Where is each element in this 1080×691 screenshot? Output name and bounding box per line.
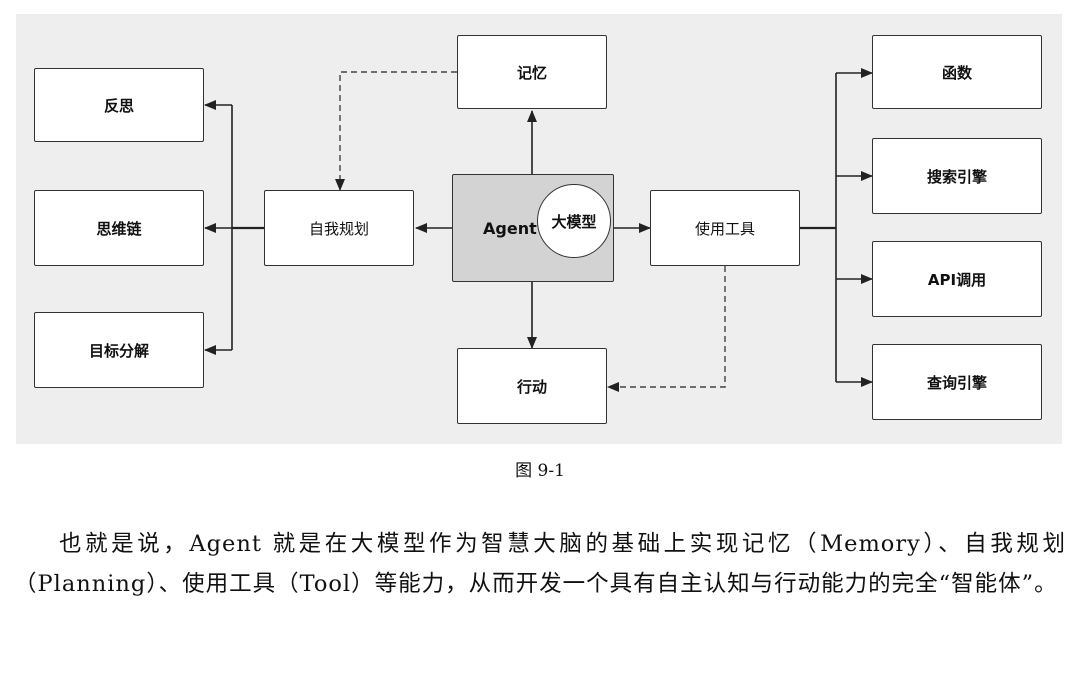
search-engine-node: 搜索引擎	[872, 138, 1042, 214]
dashed-tools-to-action	[607, 266, 726, 392]
reflect-node: 反思	[34, 68, 204, 142]
planning-node: 自我规划	[264, 190, 414, 266]
action-node: 行动	[457, 348, 607, 424]
query-engine-node: 查询引擎	[872, 344, 1042, 420]
chain-of-thought-node: 思维链	[34, 190, 204, 266]
figure-caption: 图 9-1	[515, 461, 565, 481]
agent-label: Agent	[483, 218, 537, 238]
agent-node: Agent 大模型	[452, 174, 614, 282]
dashed-memory-to-planning	[335, 71, 457, 191]
function-node: 函数	[872, 35, 1042, 109]
tools-node: 使用工具	[650, 190, 800, 266]
api-call-node: API调用	[872, 241, 1042, 317]
memory-node: 记忆	[457, 35, 607, 109]
llm-core-circle: 大模型	[537, 184, 611, 258]
body-paragraph: 也就是说，Agent 就是在大模型作为智慧大脑的基础上实现记忆（Memory）、…	[14, 531, 1066, 597]
diagram-connectors	[204, 68, 873, 392]
goal-decomposition-node: 目标分解	[34, 312, 204, 388]
